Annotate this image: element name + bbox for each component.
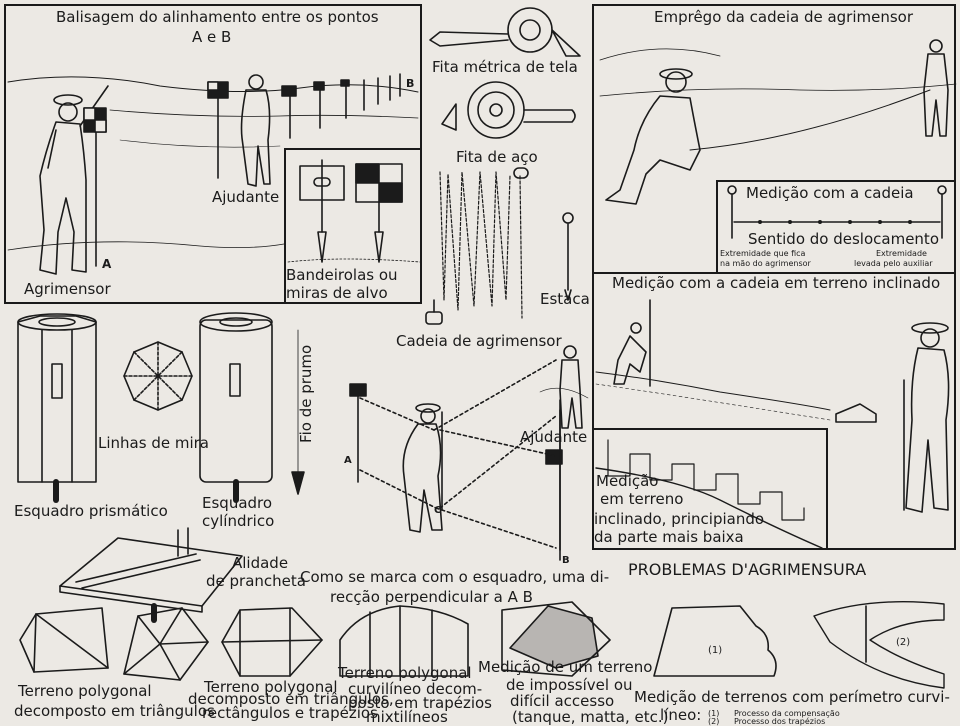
cap-per-item1: Processo da compensação: [734, 709, 840, 718]
label-perp-a: A: [344, 455, 352, 466]
label-ajudante-1: Ajudante: [212, 188, 280, 206]
cadeia-inset-right-2: levada pelo auxiliar: [854, 259, 933, 268]
cap-curv-3: posto em trapézios: [348, 694, 492, 712]
label-alidade-2: de prancheta: [206, 572, 306, 590]
label-estaca: Estaca: [540, 290, 590, 308]
cadeia-inset-left-1: Extremidade que fica: [720, 249, 806, 258]
cap-per-item1-num: (1): [708, 709, 720, 718]
label-esq-cyl-1: Esquadro: [202, 494, 273, 512]
tapes-and-chain: [425, 7, 581, 325]
label-fita-aco: Fita de aço: [456, 148, 538, 166]
fig1-label: (1): [708, 645, 723, 656]
perpendicular-scene: [349, 345, 589, 561]
inclinado-title: Medição com a cadeia em terreno inclinad…: [612, 274, 941, 292]
balisagem-title-line2: A e B: [192, 28, 232, 46]
label-fita-metrica: Fita métrica de tela: [432, 58, 578, 76]
cap-imp-3: difícil accesso: [510, 692, 615, 710]
panel-bandeirolas-frame: [284, 148, 422, 304]
inclinado-inset-4: da parte mais baixa: [594, 528, 744, 546]
cadeia-inset-left-2: na mão do agrimensor: [720, 259, 811, 268]
cadeia-inset-title: Medição com a cadeia: [746, 184, 914, 202]
label-esq-cyl-2: cylíndrico: [202, 512, 275, 530]
cadeia-inset-direction: Sentido do deslocamento: [748, 230, 939, 248]
cap-curv-4: mixtilíneos: [366, 708, 448, 726]
label-perp-c: C: [434, 505, 442, 516]
cap-per-2: líneo:: [660, 706, 702, 724]
cap-per-item2: Processo dos trapézios: [734, 717, 826, 726]
cap-per-item2-num: (2): [708, 717, 720, 726]
cap-rect-3: rectângulos e trapézios: [202, 704, 378, 722]
bandeirolas-drawings: [287, 159, 421, 263]
inclinado-inset-1: Medição: [596, 472, 659, 490]
esquadros-drawings: [17, 312, 305, 623]
balisagem-scene: [7, 73, 419, 275]
cap-curv-2: curvilíneo decom-: [348, 680, 483, 698]
cap-tri-1: Terreno polygonal: [18, 682, 152, 700]
label-esq-prismatico: Esquadro prismático: [14, 502, 168, 520]
cap-per-1: Medição de terrenos com perímetro curvi-: [634, 688, 950, 706]
cap-imp-4: (tanque, matta, etc.): [512, 708, 669, 726]
cap-tri-2: decomposto em triângulos: [14, 702, 215, 720]
cap-rect-2: decomposto em triângulos,: [188, 690, 394, 708]
label-perp-b: B: [562, 555, 570, 566]
cap-curv-1: Terreno polygonal: [338, 664, 472, 682]
problemas-title: PROBLEMAS D'AGRIMENSURA: [628, 560, 867, 579]
inclinado-inset-2: em terreno: [600, 490, 684, 508]
cap-rect-1: Terreno polygonal: [204, 678, 338, 696]
perpendicular-caption-2: recção perpendicular a A B: [330, 588, 533, 606]
label-fio-prumo: Fio de prumo: [297, 344, 316, 443]
polygon-figures: [19, 601, 945, 689]
cap-imp-2: de impossível ou: [506, 676, 633, 694]
label-point-b: B: [406, 77, 415, 90]
label-alidade-1: Alidade: [232, 554, 289, 572]
cadeia-scene: [599, 39, 957, 239]
balisagem-title-line1: Balisagem do alinhamento entre os pontos: [56, 8, 379, 26]
fig2-label: (2): [896, 637, 911, 648]
inclinado-inset-3: inclinado, principiando: [594, 510, 765, 528]
label-agrimensor: Agrimensor: [24, 280, 111, 298]
label-bandeirolas-1: Bandeirolas ou: [286, 266, 398, 284]
cap-imp-1: Medição de um terreno: [478, 658, 653, 676]
cadeia-inset-right-1: Extremidade: [876, 249, 927, 258]
cadeia-title: Emprêgo da cadeia de agrimensor: [654, 8, 914, 26]
label-bandeirolas-2: miras de alvo: [286, 284, 388, 302]
label-point-a: A: [102, 257, 112, 271]
perpendicular-caption-1: Como se marca com o esquadro, uma di-: [300, 568, 610, 586]
label-ajudante-2: Ajudante: [520, 428, 588, 446]
label-cadeia: Cadeia de agrimensor: [396, 332, 562, 350]
inclinado-scene: [595, 299, 950, 549]
label-linhas-mira: Linhas de mira: [98, 434, 209, 452]
panel-inclinado-inset-frame: [592, 428, 828, 550]
